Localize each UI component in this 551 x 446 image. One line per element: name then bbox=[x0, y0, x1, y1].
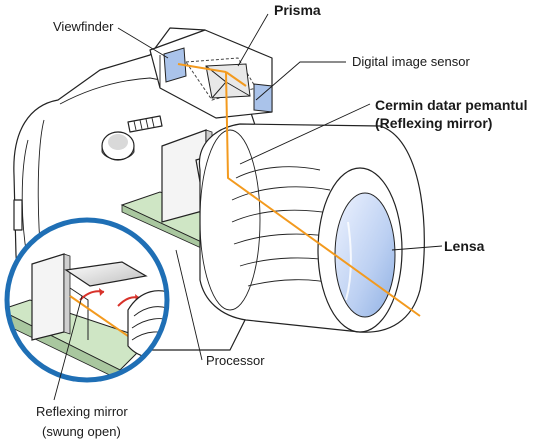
label-processor: Processor bbox=[206, 353, 265, 368]
leader-lines bbox=[53, 13, 443, 401]
label-cermin-line1: Cermin datar pemantul bbox=[375, 97, 527, 113]
lens-assembly bbox=[198, 123, 425, 333]
top-plate-line bbox=[59, 77, 246, 105]
label-viewfinder: Viewfinder bbox=[53, 19, 114, 34]
label-digital-image-sensor: Digital image sensor bbox=[352, 54, 470, 69]
inset-detail bbox=[4, 217, 170, 383]
lens-mount-rim bbox=[199, 129, 261, 311]
lens-glass bbox=[334, 192, 396, 318]
viewfinder-eyepiece bbox=[163, 47, 187, 83]
label-prisma: Prisma bbox=[274, 2, 321, 18]
inset-ring bbox=[4, 217, 170, 383]
label-reflexing-line1: Reflexing mirror bbox=[36, 404, 128, 419]
label-reflexing-line2: (swung open) bbox=[42, 424, 121, 439]
label-cermin-line2: (Reflexing mirror) bbox=[375, 115, 492, 131]
shutter-button bbox=[127, 115, 163, 133]
mode-dial bbox=[101, 131, 135, 161]
focus-screen bbox=[253, 83, 273, 113]
label-lensa: Lensa bbox=[444, 238, 485, 254]
strap-lug bbox=[13, 199, 23, 231]
light-path bbox=[177, 63, 421, 317]
